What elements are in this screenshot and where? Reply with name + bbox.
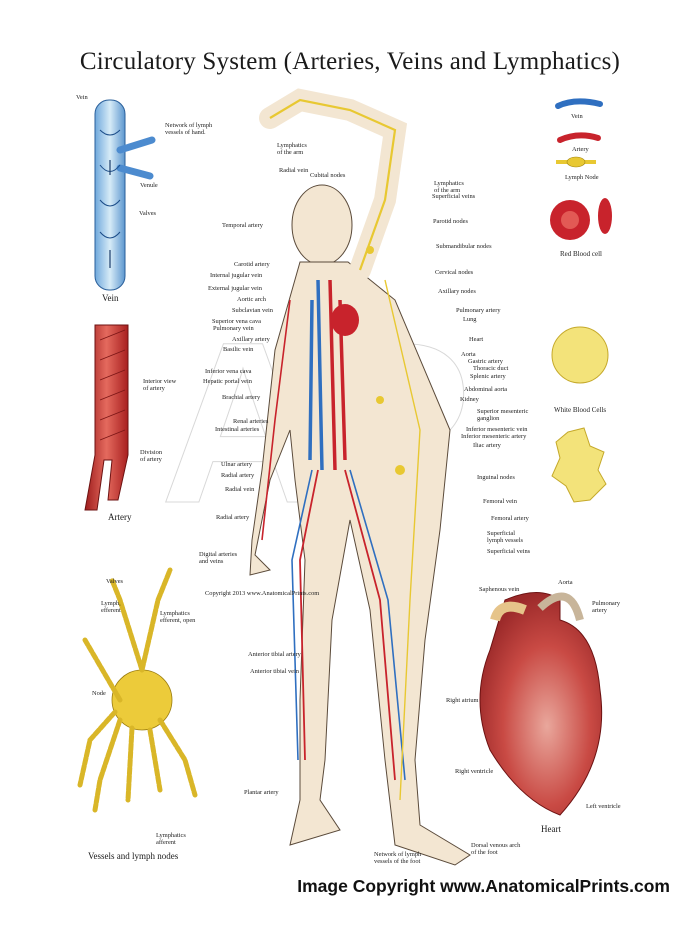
- body-label: Subclavian vein: [232, 307, 273, 314]
- label-vein-top: Vein: [76, 94, 88, 101]
- body-label: Lung: [463, 316, 477, 323]
- legend-lymph-node: Lymph Node: [565, 174, 599, 181]
- lymph-node-illustration: [77, 567, 198, 813]
- label-interior-artery: Interior view of artery: [143, 378, 177, 392]
- label-node: Node: [92, 690, 106, 697]
- body-label: Radial vein: [225, 486, 255, 493]
- artery-caption: Artery: [108, 512, 132, 522]
- heart-illustration: [479, 592, 603, 816]
- body-label: Submandibular nodes: [436, 243, 492, 250]
- body-label: Iliac artery: [473, 442, 501, 449]
- label-lymph-efferent: Lymph, efferent: [101, 600, 121, 614]
- heart-label-aorta: Aorta: [558, 579, 573, 586]
- body-label: Cubital nodes: [310, 172, 346, 179]
- vein-caption: Vein: [102, 293, 119, 303]
- body-label: Kidney: [460, 396, 479, 403]
- copyright-small: Copyright 2013 www.AnatomicalPrints.com: [205, 590, 320, 597]
- heart-caption: Heart: [541, 824, 561, 834]
- lymph-caption: Vessels and lymph nodes: [88, 851, 179, 861]
- body-label: Lymphatics of the arm: [434, 180, 464, 194]
- body-label: Intestinal arteries: [215, 426, 260, 433]
- body-figure: [249, 88, 471, 866]
- body-label: Internal jugular vein: [210, 272, 263, 279]
- body-label: Renal arteries: [233, 418, 269, 425]
- label-lymph-valves: Valves: [106, 578, 124, 585]
- body-label: Digital arteries and veins: [199, 551, 238, 565]
- body-label: Femoral vein: [483, 498, 517, 505]
- footer-copyright: Image Copyright www.AnatomicalPrints.com: [297, 876, 670, 896]
- body-label: Anterior tibial artery: [248, 651, 301, 658]
- body-label: Inferior mesenteric artery: [461, 433, 527, 440]
- label-valves: Valves: [139, 210, 157, 217]
- body-label: Axillary nodes: [438, 288, 476, 295]
- body-label: Superior mesenteric ganglion: [477, 408, 529, 422]
- body-label: Saphenous vein: [479, 586, 520, 593]
- body-label: Inferior vena cava: [205, 368, 252, 375]
- legend-vein: Vein: [571, 113, 583, 120]
- body-label: Lymphatics of the arm: [277, 142, 307, 156]
- body-label: Thoracic duct: [473, 365, 509, 372]
- body-label: Heart: [469, 336, 484, 343]
- body-label: Cervical nodes: [435, 269, 474, 276]
- body-label: Superior vena cava: [212, 318, 261, 325]
- label-division-artery: Division of artery: [140, 449, 163, 463]
- body-label: Radial artery: [221, 472, 255, 479]
- body-label: Superficial lymph vessels: [487, 530, 524, 544]
- legend-rbc: Red Blood cell: [560, 250, 602, 258]
- body-label: Abdominal aorta: [464, 386, 508, 393]
- body-label: Radial vein: [279, 167, 309, 174]
- legend-wbc: White Blood Cells: [554, 406, 607, 414]
- page-title: Circulatory System (Arteries, Veins and …: [79, 48, 621, 75]
- heart-label-left-ventricle: Left ventricle: [586, 803, 621, 810]
- body-label: Superficial veins: [432, 193, 476, 200]
- body-label: Radial artery: [216, 514, 250, 521]
- body-label: Hepatic portal vein: [203, 378, 252, 385]
- body-label: Aortic arch: [237, 296, 266, 303]
- body-label: Plantar artery: [244, 789, 279, 796]
- body-label: Network of lymph vessels of hand.: [165, 122, 213, 136]
- body-label: Superficial veins: [487, 548, 531, 555]
- heart-label-right-ventricle: Right ventricle: [455, 768, 494, 775]
- body-label: Splenic artery: [470, 373, 506, 380]
- body-label: Ulnar artery: [221, 461, 253, 468]
- body-label: Parotid nodes: [433, 218, 468, 225]
- body-label: Dorsal venous arch of the foot: [471, 842, 521, 856]
- label-venule: Venule: [140, 182, 158, 189]
- body-label: Anterior tibial vein: [250, 668, 299, 675]
- body-label: Gastric artery: [468, 358, 503, 365]
- body-label: External jugular vein: [208, 285, 262, 292]
- body-label: Carotid artery: [234, 261, 270, 268]
- body-label: Network of lymph vessels of the foot: [374, 851, 422, 865]
- body-label: Brachial artery: [222, 394, 261, 401]
- label-lymphatics-efferent-open: Lymphatics efferent, open: [160, 610, 196, 624]
- body-label: Axillary artery: [232, 336, 270, 343]
- heart-label-pulmonary: Pulmonary artery: [592, 600, 621, 614]
- legend-artery: Artery: [572, 146, 589, 153]
- body-label: Aorta: [461, 351, 476, 358]
- vein-illustration: [94, 99, 156, 291]
- label-lymphatics-afferent: Lymphatics afferent: [156, 832, 186, 846]
- body-label: Temporal artery: [222, 222, 263, 229]
- body-label: Pulmonary artery: [456, 307, 501, 314]
- body-label: Basilic vein: [223, 346, 254, 353]
- legend-graphics: [550, 98, 612, 503]
- heart-label-right-atrium: Right atrium: [446, 697, 479, 704]
- artery-illustration: [84, 324, 129, 511]
- body-label: Femoral artery: [491, 515, 529, 522]
- body-label: Inguinal nodes: [477, 474, 515, 481]
- body-label: Pulmonary vein: [213, 325, 254, 332]
- body-label: Inferior mesenteric vein: [466, 426, 528, 433]
